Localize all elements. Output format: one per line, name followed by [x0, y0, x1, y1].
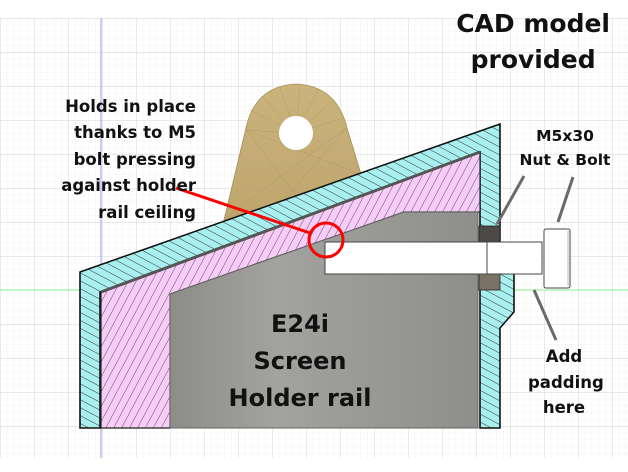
- padding-leader-line: [532, 289, 558, 341]
- nut-top: [478, 225, 501, 243]
- note-line: thanks to M5: [74, 123, 196, 143]
- rail-label-line: Holder rail: [228, 384, 372, 413]
- note-line: against holder: [61, 176, 196, 196]
- title-cad-model-provided: CAD model provided: [456, 6, 610, 79]
- note-line: M5x30: [536, 127, 594, 145]
- note-line: padding: [528, 372, 604, 392]
- bolt-shank-thread: [324, 241, 488, 275]
- note-line: Add: [545, 347, 583, 366]
- bracket-hole: [279, 116, 313, 150]
- rail-label-line: E24i: [270, 310, 330, 338]
- title-line: provided: [470, 45, 596, 75]
- bolt-head: [543, 228, 571, 289]
- note-line: here: [542, 398, 586, 418]
- callout-leader-line: [175, 186, 311, 235]
- rail-label-line: Screen: [253, 347, 347, 376]
- bolt-leader-line: [556, 176, 575, 223]
- rail-label: E24i Screen Holder rail: [220, 306, 380, 418]
- holder-gap-line: [100, 150, 481, 294]
- bolt-shank: [486, 241, 543, 275]
- callout-circle: [307, 221, 345, 259]
- note-line: rail ceiling: [98, 202, 196, 222]
- holds-in-place-note: Holds in place thanks to M5 bolt pressin…: [34, 94, 196, 226]
- note-line: bolt pressing: [73, 149, 196, 169]
- nut-leader-line: [495, 175, 526, 225]
- note-line: Nut & Bolt: [519, 151, 611, 170]
- nut-bottom: [478, 273, 501, 291]
- bolt-note: M5x30 Nut & Bolt: [510, 124, 620, 172]
- title-line: CAD model: [456, 9, 610, 38]
- padding-note: Add padding here: [528, 344, 604, 421]
- note-line: Holds in place: [65, 97, 196, 116]
- mounting-bracket: [223, 83, 362, 223]
